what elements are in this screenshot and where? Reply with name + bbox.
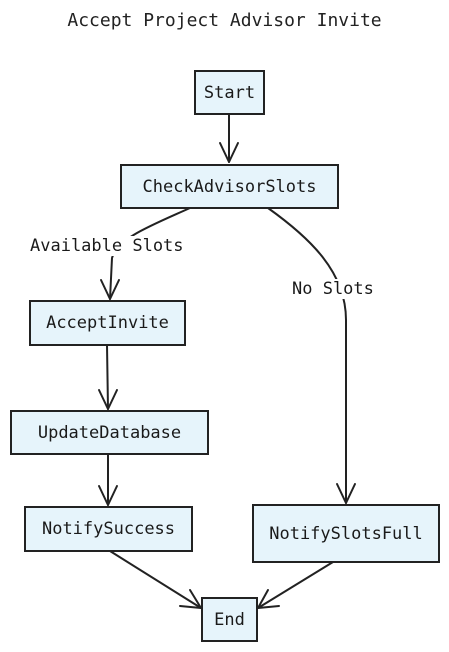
node-start: Start	[194, 70, 265, 115]
node-update-database: UpdateDatabase	[10, 410, 209, 455]
edge-check-to-slotsfull	[267, 207, 347, 504]
node-notify-slots-full: NotifySlotsFull	[252, 504, 440, 563]
edge-accept-to-update	[106, 344, 109, 410]
arrowhead-accept	[100, 279, 120, 300]
edge-success-to-end	[109, 550, 202, 609]
arrowhead-slotsfull	[336, 483, 356, 504]
edge-slotsfull-to-end	[257, 561, 334, 609]
arrowhead-end-right	[257, 589, 280, 609]
diagram-title: Accept Project Advisor Invite	[67, 10, 382, 31]
node-notify-success: NotifySuccess	[24, 506, 193, 552]
node-end: End	[201, 597, 258, 642]
arrowhead-success	[98, 485, 118, 506]
node-check-advisor-slots: CheckAdvisorSlots	[120, 164, 339, 209]
arrowhead-update	[98, 389, 118, 410]
arrowhead-check	[219, 142, 239, 163]
edge-label-available-slots: Available Slots	[28, 236, 186, 256]
edge-check-to-accept	[109, 207, 191, 300]
edge-label-no-slots: No Slots	[290, 279, 376, 299]
node-accept-invite: AcceptInvite	[29, 300, 186, 346]
